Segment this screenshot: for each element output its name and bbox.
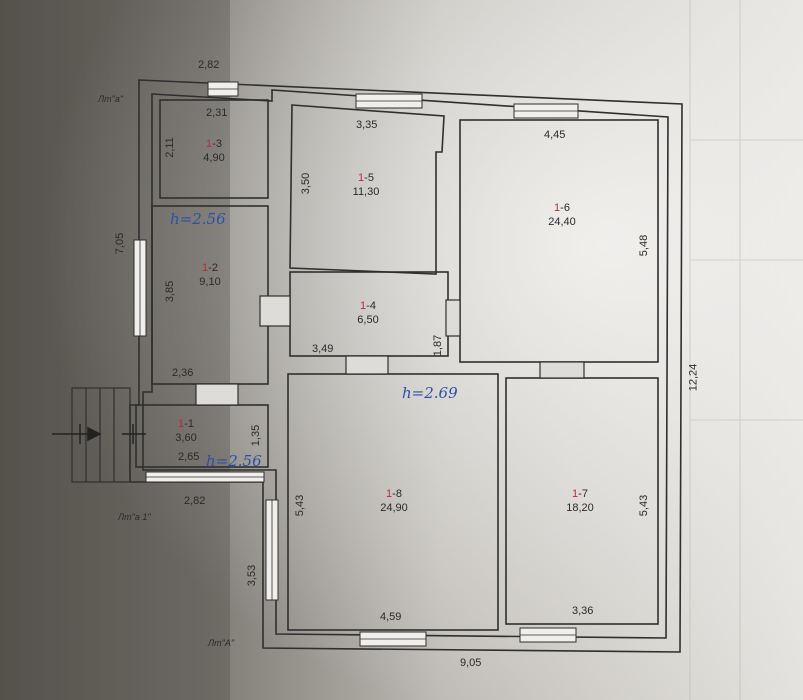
dim-room3-width: 2,31 bbox=[206, 107, 228, 119]
room-1-7-label: 1-7 18,20 bbox=[566, 488, 594, 514]
room-1-8-outline bbox=[287, 373, 499, 631]
door-1-2 bbox=[259, 295, 291, 327]
dim-room6-height: 5,48 bbox=[638, 234, 651, 257]
porch-steps bbox=[71, 387, 131, 483]
room-1-5-label: 1-5 11,30 bbox=[352, 172, 380, 198]
room-1-1-label: 1-1 3,60 bbox=[175, 418, 197, 444]
dim-room7-height: 5,43 bbox=[638, 494, 651, 517]
dim-bottom-total: 9,05 bbox=[460, 657, 482, 669]
dim-room7-width: 3,36 bbox=[572, 605, 594, 617]
room-1-6-label: 1-6 24,40 bbox=[548, 202, 576, 228]
dim-right-wall: 12,24 bbox=[687, 363, 700, 392]
dim-room1-width: 2,65 bbox=[178, 451, 200, 463]
dim-room2-width: 2,36 bbox=[172, 367, 194, 379]
dim-room3-height: 2,11 bbox=[163, 137, 176, 158]
dim-room8-height: 5,43 bbox=[294, 494, 307, 517]
dim-top-left: 2,82 bbox=[198, 59, 220, 71]
dim-room4-height: 1,87 bbox=[432, 334, 445, 357]
room-1-6-outline bbox=[459, 119, 659, 363]
room-1-3-outline bbox=[159, 99, 269, 199]
door-1-4 bbox=[345, 355, 389, 375]
room-1-4-label: 1-4 6,50 bbox=[357, 300, 379, 326]
dim-room1-height: 1,35 bbox=[250, 424, 263, 447]
door-1-7 bbox=[539, 361, 585, 379]
axis-label-A: Лm"A" bbox=[208, 638, 235, 648]
entrance-arrow-icon bbox=[52, 424, 146, 444]
door-1-6 bbox=[445, 299, 461, 337]
dim-left-wall: 7,05 bbox=[114, 232, 127, 255]
room-1-3-label: 1-3 4,90 bbox=[203, 138, 225, 164]
outer-wall-inner bbox=[142, 89, 669, 639]
dim-porch: 3,53 bbox=[246, 564, 259, 587]
height-annotation-room1: h=2.56 bbox=[206, 452, 262, 470]
height-annotation-hall: h=2.69 bbox=[402, 384, 458, 402]
axis-label-a1: Лm"a 1" bbox=[118, 512, 151, 522]
dim-room8-width: 4,59 bbox=[380, 611, 402, 623]
room-1-2-label: 1-2 9,10 bbox=[199, 262, 221, 288]
dim-room5-width: 3,35 bbox=[356, 119, 378, 131]
door-1-1 bbox=[195, 383, 239, 406]
dim-room2-height: 3,85 bbox=[164, 280, 177, 303]
axis-label-a: Лm"a" bbox=[98, 94, 124, 104]
height-annotation-room2: h=2.56 bbox=[170, 210, 226, 228]
outer-wall-outer bbox=[129, 79, 683, 653]
room-1-8-label: 1-8 24,90 bbox=[380, 488, 408, 514]
dim-room5-height: 3,50 bbox=[300, 172, 313, 195]
dim-room4-width: 3,49 bbox=[312, 343, 334, 355]
dim-room6-width: 4,45 bbox=[544, 129, 566, 141]
dim-bottom-left: 2,82 bbox=[184, 495, 206, 507]
room-1-5-outline bbox=[289, 104, 445, 275]
